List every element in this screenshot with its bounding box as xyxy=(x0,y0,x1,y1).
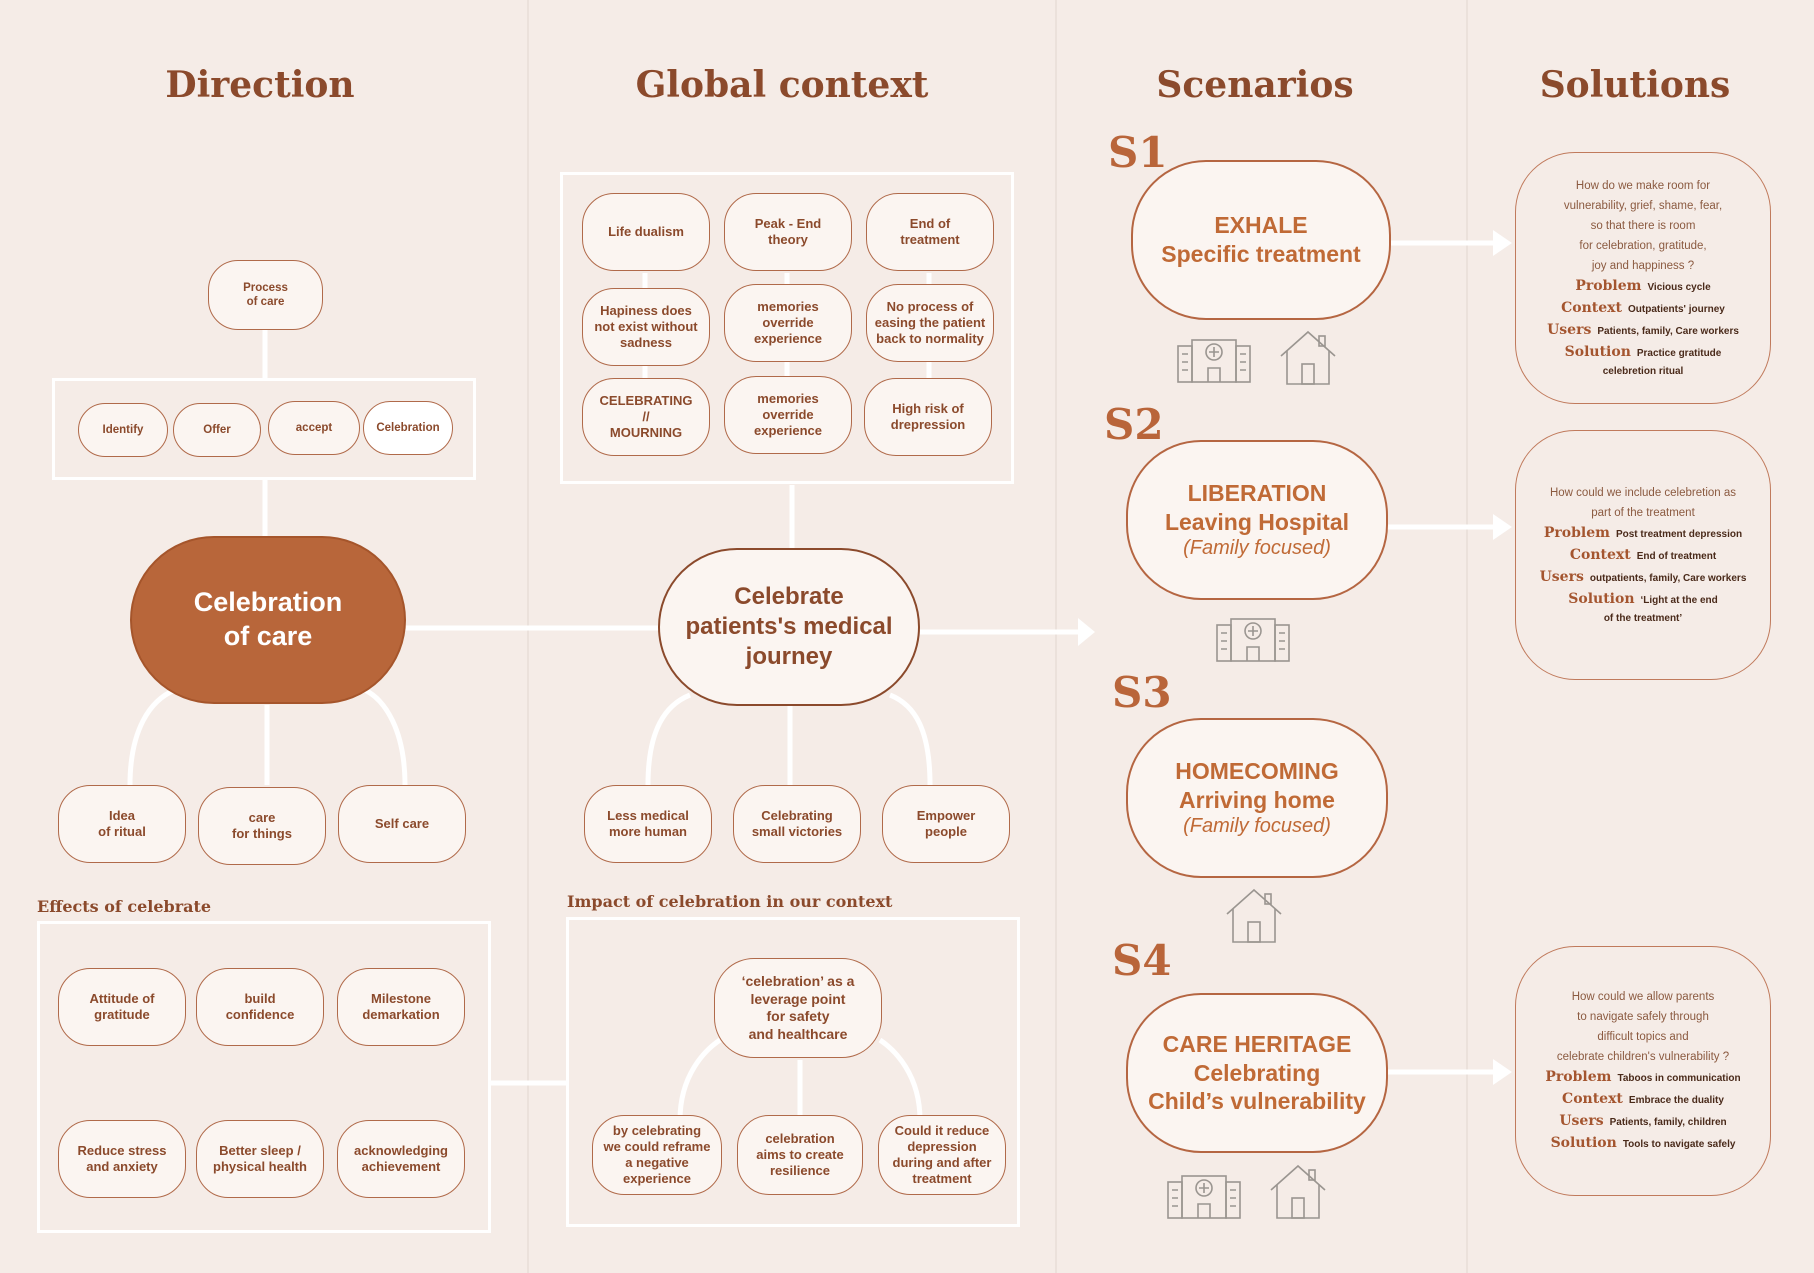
scenario-2-subtitle: Leaving Hospital xyxy=(1164,508,1350,535)
solution-2-card: How could we include celebretion as part… xyxy=(1515,430,1771,680)
scenario-2-note: (Family focused) xyxy=(1183,537,1331,560)
scenario-4-note: Child’s vulnerability xyxy=(1148,1088,1366,1115)
impact-frame xyxy=(566,917,1020,1227)
scenario-2-number: S2 xyxy=(1104,400,1164,449)
celebrating-small-victories-node: Celebrating small victories xyxy=(733,785,861,863)
solution-3-card: How could we allow parents to navigate s… xyxy=(1515,946,1771,1196)
effect-reduce-stress: Reduce stress and anxiety xyxy=(58,1120,186,1198)
scenario-2-title: LIBERATION xyxy=(1187,479,1327,506)
column-divider xyxy=(1055,0,1057,1273)
effect-attitude-of-gratitude: Attitude of gratitude xyxy=(58,968,186,1046)
step-identify: Identify xyxy=(78,403,168,457)
context-celebrating-mourning: CELEBRATING // MOURNING xyxy=(582,378,710,456)
empower-people-node: Empower people xyxy=(882,785,1010,863)
impact-reframe-node: by celebrating we could reframe a negati… xyxy=(592,1115,722,1195)
solution-2-question: How could we include celebretion as part… xyxy=(1549,486,1737,519)
scenario-4-number: S4 xyxy=(1112,936,1172,985)
effect-build-confidence: build confidence xyxy=(196,968,324,1046)
idea-of-ritual-node: Idea of ritual xyxy=(58,785,186,863)
scenario-2-card: LIBERATION Leaving Hospital (Family focu… xyxy=(1126,440,1388,600)
less-medical-more-human-node: Less medical more human xyxy=(584,785,712,863)
impact-resilience-node: celebration aims to create resilience xyxy=(737,1115,863,1195)
header-solutions: Solutions xyxy=(1539,64,1731,106)
context-peak-end-theory: Peak - End theory xyxy=(724,193,852,271)
header-global-context: Global context xyxy=(635,64,929,106)
scenario-1-number: S1 xyxy=(1108,128,1168,177)
scenario-3-card: HOMECOMING Arriving home (Family focused… xyxy=(1126,718,1388,878)
effect-acknowledging-achievement: acknowledging achievement xyxy=(337,1120,465,1198)
scenario-4-title: CARE HERITAGE xyxy=(1162,1030,1352,1057)
context-no-easing-back: No process of easing the patient back to… xyxy=(866,284,994,362)
scenario-3-title: HOMECOMING xyxy=(1175,757,1339,784)
column-divider xyxy=(1466,0,1468,1273)
process-of-care-node: Process of care xyxy=(208,260,323,330)
house-icon xyxy=(1270,1164,1326,1219)
effect-milestone-demarkation: Milestone demarkation xyxy=(337,968,465,1046)
global-context-frame xyxy=(560,172,1014,484)
impact-reduce-depression-node: Could it reduce depression during and af… xyxy=(878,1115,1006,1195)
scenario-4-subtitle: Celebrating xyxy=(1193,1059,1321,1086)
context-memories-override-2: memories override experience xyxy=(724,376,852,454)
context-memories-override-1: memories override experience xyxy=(724,284,852,362)
step-celebration: Celebration xyxy=(363,401,453,455)
impact-center-node: ‘celebration’ as a leverage point for sa… xyxy=(714,958,882,1058)
step-accept: accept xyxy=(268,401,360,455)
scenario-4-card: CARE HERITAGE Celebrating Child’s vulner… xyxy=(1126,993,1388,1153)
celebrate-medical-journey-node: Celebrate patients's medical journey xyxy=(658,548,920,706)
context-happiness-sadness: Hapiness does not exist without sadness xyxy=(582,288,710,366)
column-divider xyxy=(527,0,529,1273)
context-end-of-treatment: End of treatment xyxy=(866,193,994,271)
care-for-things-node: care for things xyxy=(198,787,326,865)
effects-title: Effects of celebrate xyxy=(37,897,212,916)
celebration-of-care-node: Celebration of care xyxy=(130,536,406,704)
solution-1-question: How do we make room for vulnerability, g… xyxy=(1563,179,1723,273)
house-icon xyxy=(1280,330,1336,385)
header-direction: Direction xyxy=(165,64,355,106)
scenario-1-subtitle: Specific treatment xyxy=(1161,241,1361,267)
context-high-risk-depression: High risk of drepression xyxy=(864,378,992,456)
process-steps-frame xyxy=(52,378,476,480)
context-life-dualism: Life dualism xyxy=(582,193,710,271)
solution-1-card: How do we make room for vulnerability, g… xyxy=(1515,152,1771,404)
header-scenarios: Scenarios xyxy=(1156,64,1354,106)
scenario-3-number: S3 xyxy=(1112,668,1172,717)
house-icon xyxy=(1226,888,1282,943)
effect-better-sleep: Better sleep / physical health xyxy=(196,1120,324,1198)
solution-3-question: How could we allow parents to navigate s… xyxy=(1556,990,1730,1064)
impact-title: Impact of celebration in our context xyxy=(567,892,893,911)
hospital-icon xyxy=(1167,1175,1241,1219)
step-offer: Offer xyxy=(173,403,261,457)
scenario-3-note: (Family focused) xyxy=(1183,815,1331,838)
effects-frame xyxy=(37,921,491,1233)
scenario-3-subtitle: Arriving home xyxy=(1179,786,1335,813)
hospital-icon xyxy=(1177,339,1251,383)
self-care-node: Self care xyxy=(338,785,466,863)
hospital-icon xyxy=(1216,618,1290,662)
scenario-1-card: EXHALE Specific treatment xyxy=(1131,160,1391,320)
scenario-1-title: EXHALE xyxy=(1214,212,1308,239)
